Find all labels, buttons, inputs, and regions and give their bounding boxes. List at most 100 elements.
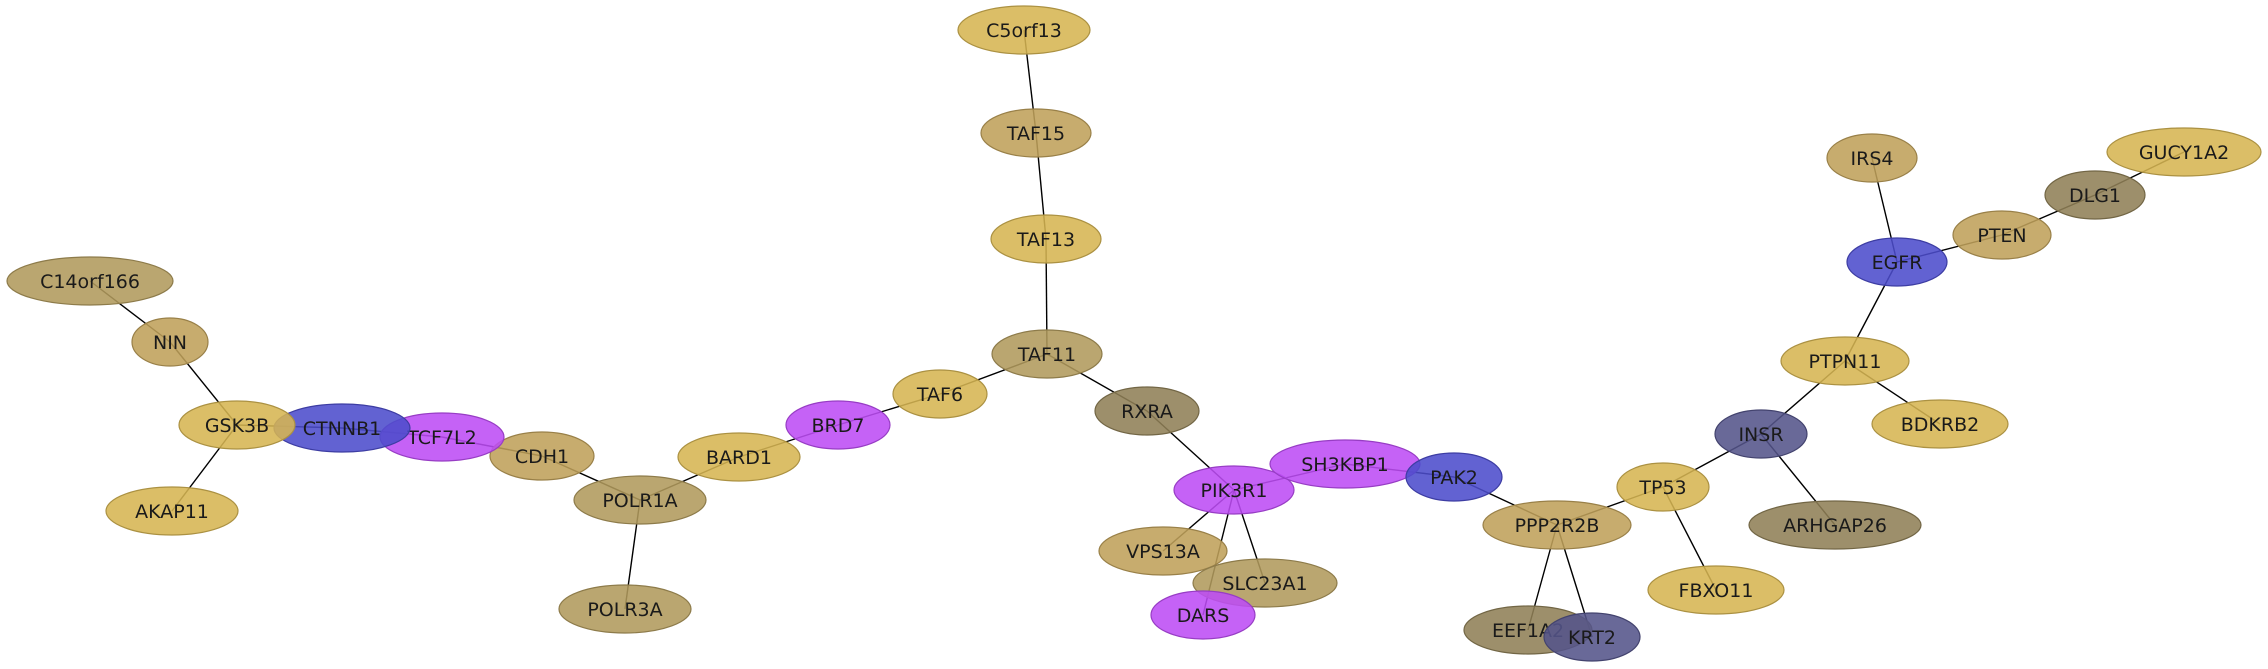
node-fbxo11[interactable]: FBXO11 [1647,565,1785,615]
node-shape [1826,133,1918,183]
node-shape [2106,127,2262,177]
node-shape [1150,590,1256,640]
node-shape [105,486,239,536]
node-taf15[interactable]: TAF15 [980,108,1092,158]
node-ptpn11[interactable]: PTPN11 [1780,336,1910,386]
node-ppp2r2b[interactable]: PPP2R2B [1482,500,1632,550]
nodes-layer: C5orf13TAF15TAF13TAF11TAF6BRD7BARD1POLR1… [6,5,2262,662]
node-vps13a[interactable]: VPS13A [1098,526,1228,576]
node-shape [1094,386,1200,436]
node-shape [1952,210,2052,260]
node-label: BDKRB2 [1901,414,1979,436]
node-label: DLG1 [2069,185,2121,207]
node-shape [558,584,692,634]
node-label: KRT2 [1568,627,1616,649]
node-shape [178,400,296,450]
node-shape [1647,565,1785,615]
node-label: IRS4 [1851,148,1894,170]
node-gucy1a2[interactable]: GUCY1A2 [2106,127,2262,177]
node-label: BRD7 [812,415,865,437]
node-shape [1616,462,1710,512]
node-label: TAF13 [1016,229,1075,251]
node-label: RXRA [1121,401,1173,423]
node-label: TAF15 [1006,123,1065,145]
node-shape [1173,465,1295,515]
node-brd7[interactable]: BRD7 [785,400,891,450]
node-rxra[interactable]: RXRA [1094,386,1200,436]
node-label: FBXO11 [1679,580,1754,602]
node-label: EGFR [1872,252,1923,274]
node-gsk3b[interactable]: GSK3B [178,400,296,450]
node-label: PAK2 [1430,467,1478,489]
node-pik3r1[interactable]: PIK3R1 [1173,465,1295,515]
node-dars[interactable]: DARS [1150,590,1256,640]
node-krt2[interactable]: KRT2 [1543,612,1641,662]
node-cdh1[interactable]: CDH1 [489,431,595,481]
node-label: C14orf166 [40,271,140,293]
node-pak2[interactable]: PAK2 [1405,452,1503,502]
node-label: GUCY1A2 [2139,142,2229,164]
node-taf6[interactable]: TAF6 [892,369,988,419]
node-shape [990,214,1102,264]
node-shape [489,431,595,481]
node-akap11[interactable]: AKAP11 [105,486,239,536]
node-label: GSK3B [205,415,269,437]
node-polr1a[interactable]: POLR1A [573,475,707,525]
node-shape [980,108,1092,158]
node-label: AKAP11 [135,501,209,523]
node-label: TCF7L2 [406,427,476,449]
node-sh3kbp1[interactable]: SH3KBP1 [1269,439,1421,489]
node-shape [785,400,891,450]
node-label: CTNNB1 [303,418,381,440]
node-bard1[interactable]: BARD1 [677,432,801,482]
node-polr3a[interactable]: POLR3A [558,584,692,634]
node-label: VPS13A [1126,541,1200,563]
node-egfr[interactable]: EGFR [1846,237,1948,287]
node-tp53[interactable]: TP53 [1616,462,1710,512]
node-label: TAF6 [916,384,963,406]
node-c14orf166[interactable]: C14orf166 [6,256,174,306]
node-shape [1714,409,1808,459]
node-label: INSR [1738,424,1783,446]
node-shape [1846,237,1948,287]
node-shape [991,329,1103,379]
node-dlg1[interactable]: DLG1 [2044,170,2146,220]
node-bdkrb2[interactable]: BDKRB2 [1871,399,2009,449]
node-nin[interactable]: NIN [131,317,209,367]
node-shape [892,369,988,419]
node-arhgap26[interactable]: ARHGAP26 [1748,500,1922,550]
node-shape [1098,526,1228,576]
node-shape [573,475,707,525]
node-shape [6,256,174,306]
node-c5orf13[interactable]: C5orf13 [957,5,1091,55]
node-shape [1405,452,1503,502]
node-label: ARHGAP26 [1783,515,1887,537]
node-shape [957,5,1091,55]
node-taf13[interactable]: TAF13 [990,214,1102,264]
node-label: C5orf13 [986,20,1062,42]
node-shape [677,432,801,482]
node-shape [2044,170,2146,220]
node-insr[interactable]: INSR [1714,409,1808,459]
node-label: PPP2R2B [1515,515,1600,537]
node-label: DARS [1177,605,1230,627]
node-taf11[interactable]: TAF11 [991,329,1103,379]
node-pten[interactable]: PTEN [1952,210,2052,260]
node-shape [1543,612,1641,662]
node-label: PTEN [1977,225,2026,247]
node-label: POLR1A [602,490,677,512]
node-shape [1871,399,2009,449]
node-label: BARD1 [706,447,772,469]
node-tcf7l2[interactable]: TCF7L2 [379,412,505,462]
node-shape [1748,500,1922,550]
node-label: TAF11 [1017,344,1076,366]
node-shape [1482,500,1632,550]
node-label: SH3KBP1 [1301,454,1388,476]
node-label: PIK3R1 [1201,480,1268,502]
node-label: SLC23A1 [1222,573,1307,595]
node-irs4[interactable]: IRS4 [1826,133,1918,183]
node-label: POLR3A [587,599,662,621]
node-label: CDH1 [515,446,569,468]
node-label: NIN [153,332,187,354]
